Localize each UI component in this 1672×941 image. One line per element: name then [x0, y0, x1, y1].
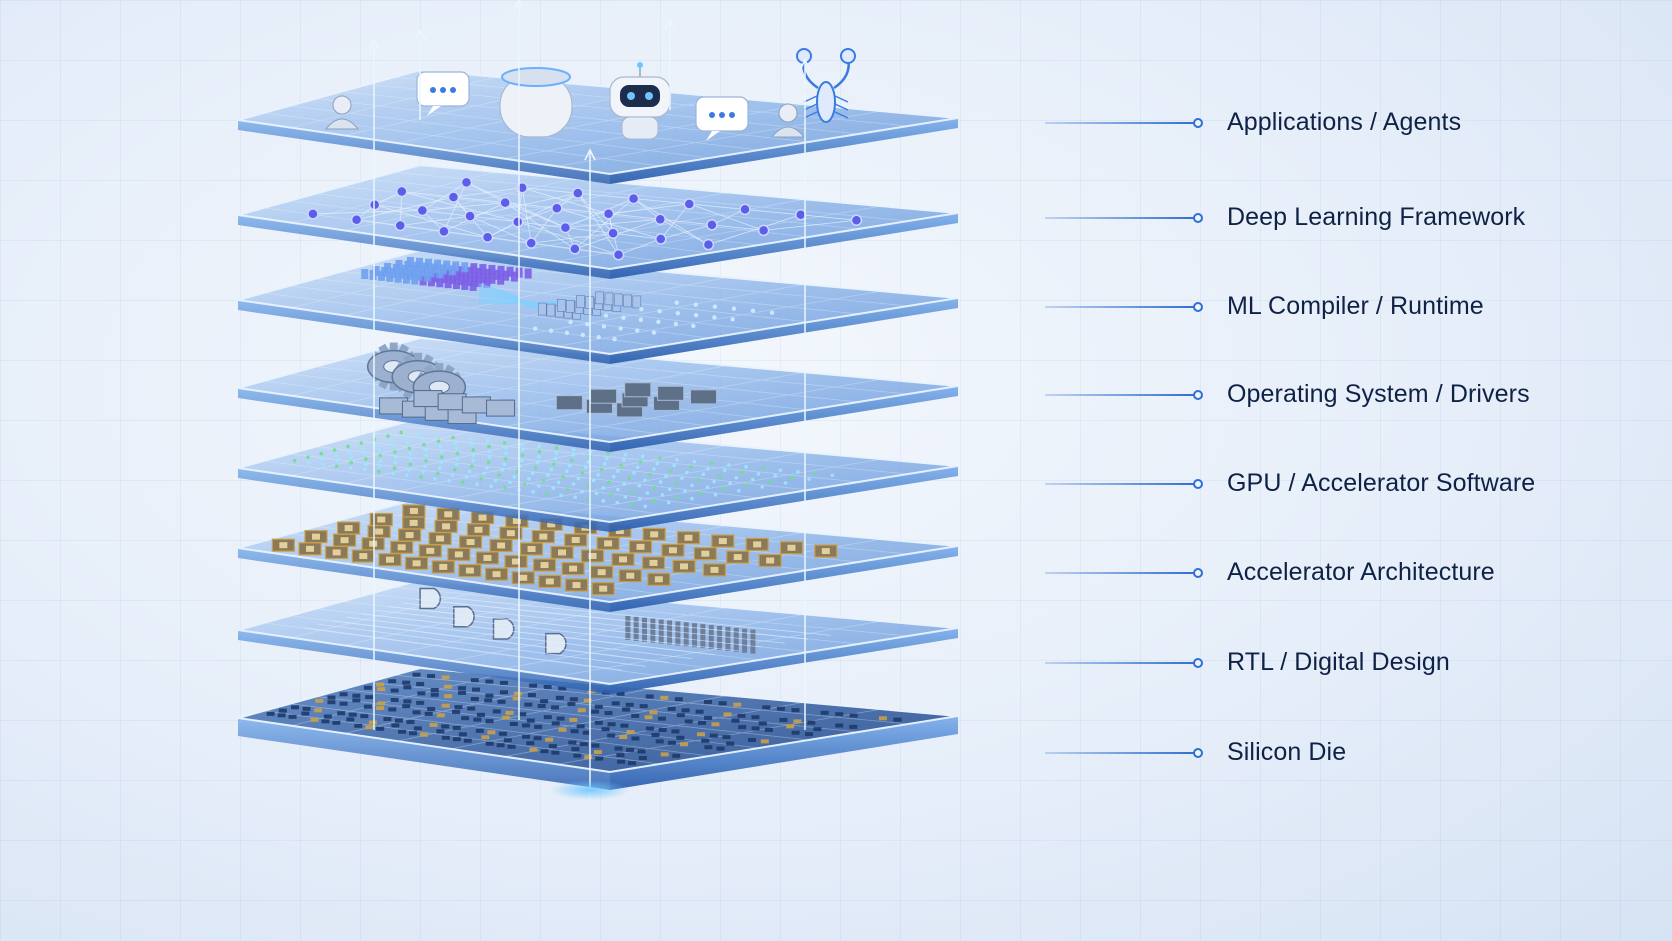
layer-label: ML Compiler / Runtime — [1227, 292, 1484, 320]
plate-circuit-traces — [263, 424, 909, 515]
layer-label: RTL / Digital Design — [1227, 648, 1450, 676]
logic-gate-icon — [453, 605, 475, 628]
layer-plate-6 — [237, 497, 959, 612]
leader-line — [1045, 394, 1195, 396]
leader-dot — [1193, 568, 1203, 578]
plate-top-face — [237, 164, 959, 270]
layer-plate-8 — [237, 667, 959, 790]
plate-edge-right — [610, 628, 958, 694]
leader-dot — [1193, 748, 1203, 758]
plate-edge-right — [610, 466, 958, 532]
leader-line — [1045, 217, 1195, 219]
plate-edge-right — [610, 546, 958, 612]
leader-dot — [1193, 302, 1203, 312]
leader-line — [1045, 752, 1195, 754]
leader-line — [1045, 306, 1195, 308]
leader-dot — [1193, 118, 1203, 128]
plate-top-face — [237, 579, 959, 685]
layer-visual-circuit-die — [266, 672, 902, 766]
robot-icon — [609, 62, 671, 140]
plate-circuit-traces — [263, 171, 909, 262]
leader-line — [1045, 122, 1195, 124]
leader-dot — [1193, 213, 1203, 223]
layer-stack-diagram — [237, 0, 959, 800]
smart-speaker-icon — [499, 67, 573, 138]
light-beam — [664, 18, 676, 110]
leader-line — [1045, 572, 1195, 574]
user-icon — [770, 103, 806, 138]
layer-label: Applications / Agents — [1227, 108, 1462, 136]
leader-line — [1045, 483, 1195, 485]
layer-visual-gears-and-modules — [366, 342, 718, 425]
light-beam — [414, 28, 426, 120]
core-glow — [550, 780, 630, 800]
chat-bubble-icon — [695, 96, 749, 141]
plate-edge-right — [610, 716, 958, 790]
leader-dot — [1193, 390, 1203, 400]
layer-label: GPU / Accelerator Software — [1227, 469, 1536, 497]
plate-edge-right — [610, 298, 958, 364]
light-beam — [513, 0, 525, 720]
layer-label: Deep Learning Framework — [1227, 203, 1526, 231]
layer-plate-5 — [237, 417, 959, 532]
layer-plate-1 — [237, 48, 959, 184]
layer-plate-7 — [237, 579, 959, 694]
light-beam — [799, 58, 811, 730]
leader-line — [1045, 662, 1195, 664]
plate-edge-right — [610, 118, 958, 184]
layer-label: Accelerator Architecture — [1227, 558, 1495, 586]
layer-label: Silicon Die — [1227, 738, 1347, 766]
lobster-icon — [796, 48, 856, 123]
logic-gate-icon — [545, 632, 567, 655]
plate-top-face — [237, 417, 959, 523]
leader-dot — [1193, 479, 1203, 489]
user-icon — [324, 95, 360, 130]
logic-gate-icon — [419, 587, 442, 610]
chat-bubble-icon — [416, 71, 470, 116]
plate-edge-right — [610, 213, 958, 279]
light-beam — [584, 148, 596, 800]
leader-dot — [1193, 658, 1203, 668]
layer-label: Operating System / Drivers — [1227, 380, 1530, 408]
layer-visual-compute-tiles — [271, 504, 838, 596]
light-beam — [368, 38, 380, 730]
plate-edge-left — [238, 718, 610, 790]
layer-visual-neural-network — [307, 176, 863, 261]
plate-edge-right — [610, 386, 958, 452]
